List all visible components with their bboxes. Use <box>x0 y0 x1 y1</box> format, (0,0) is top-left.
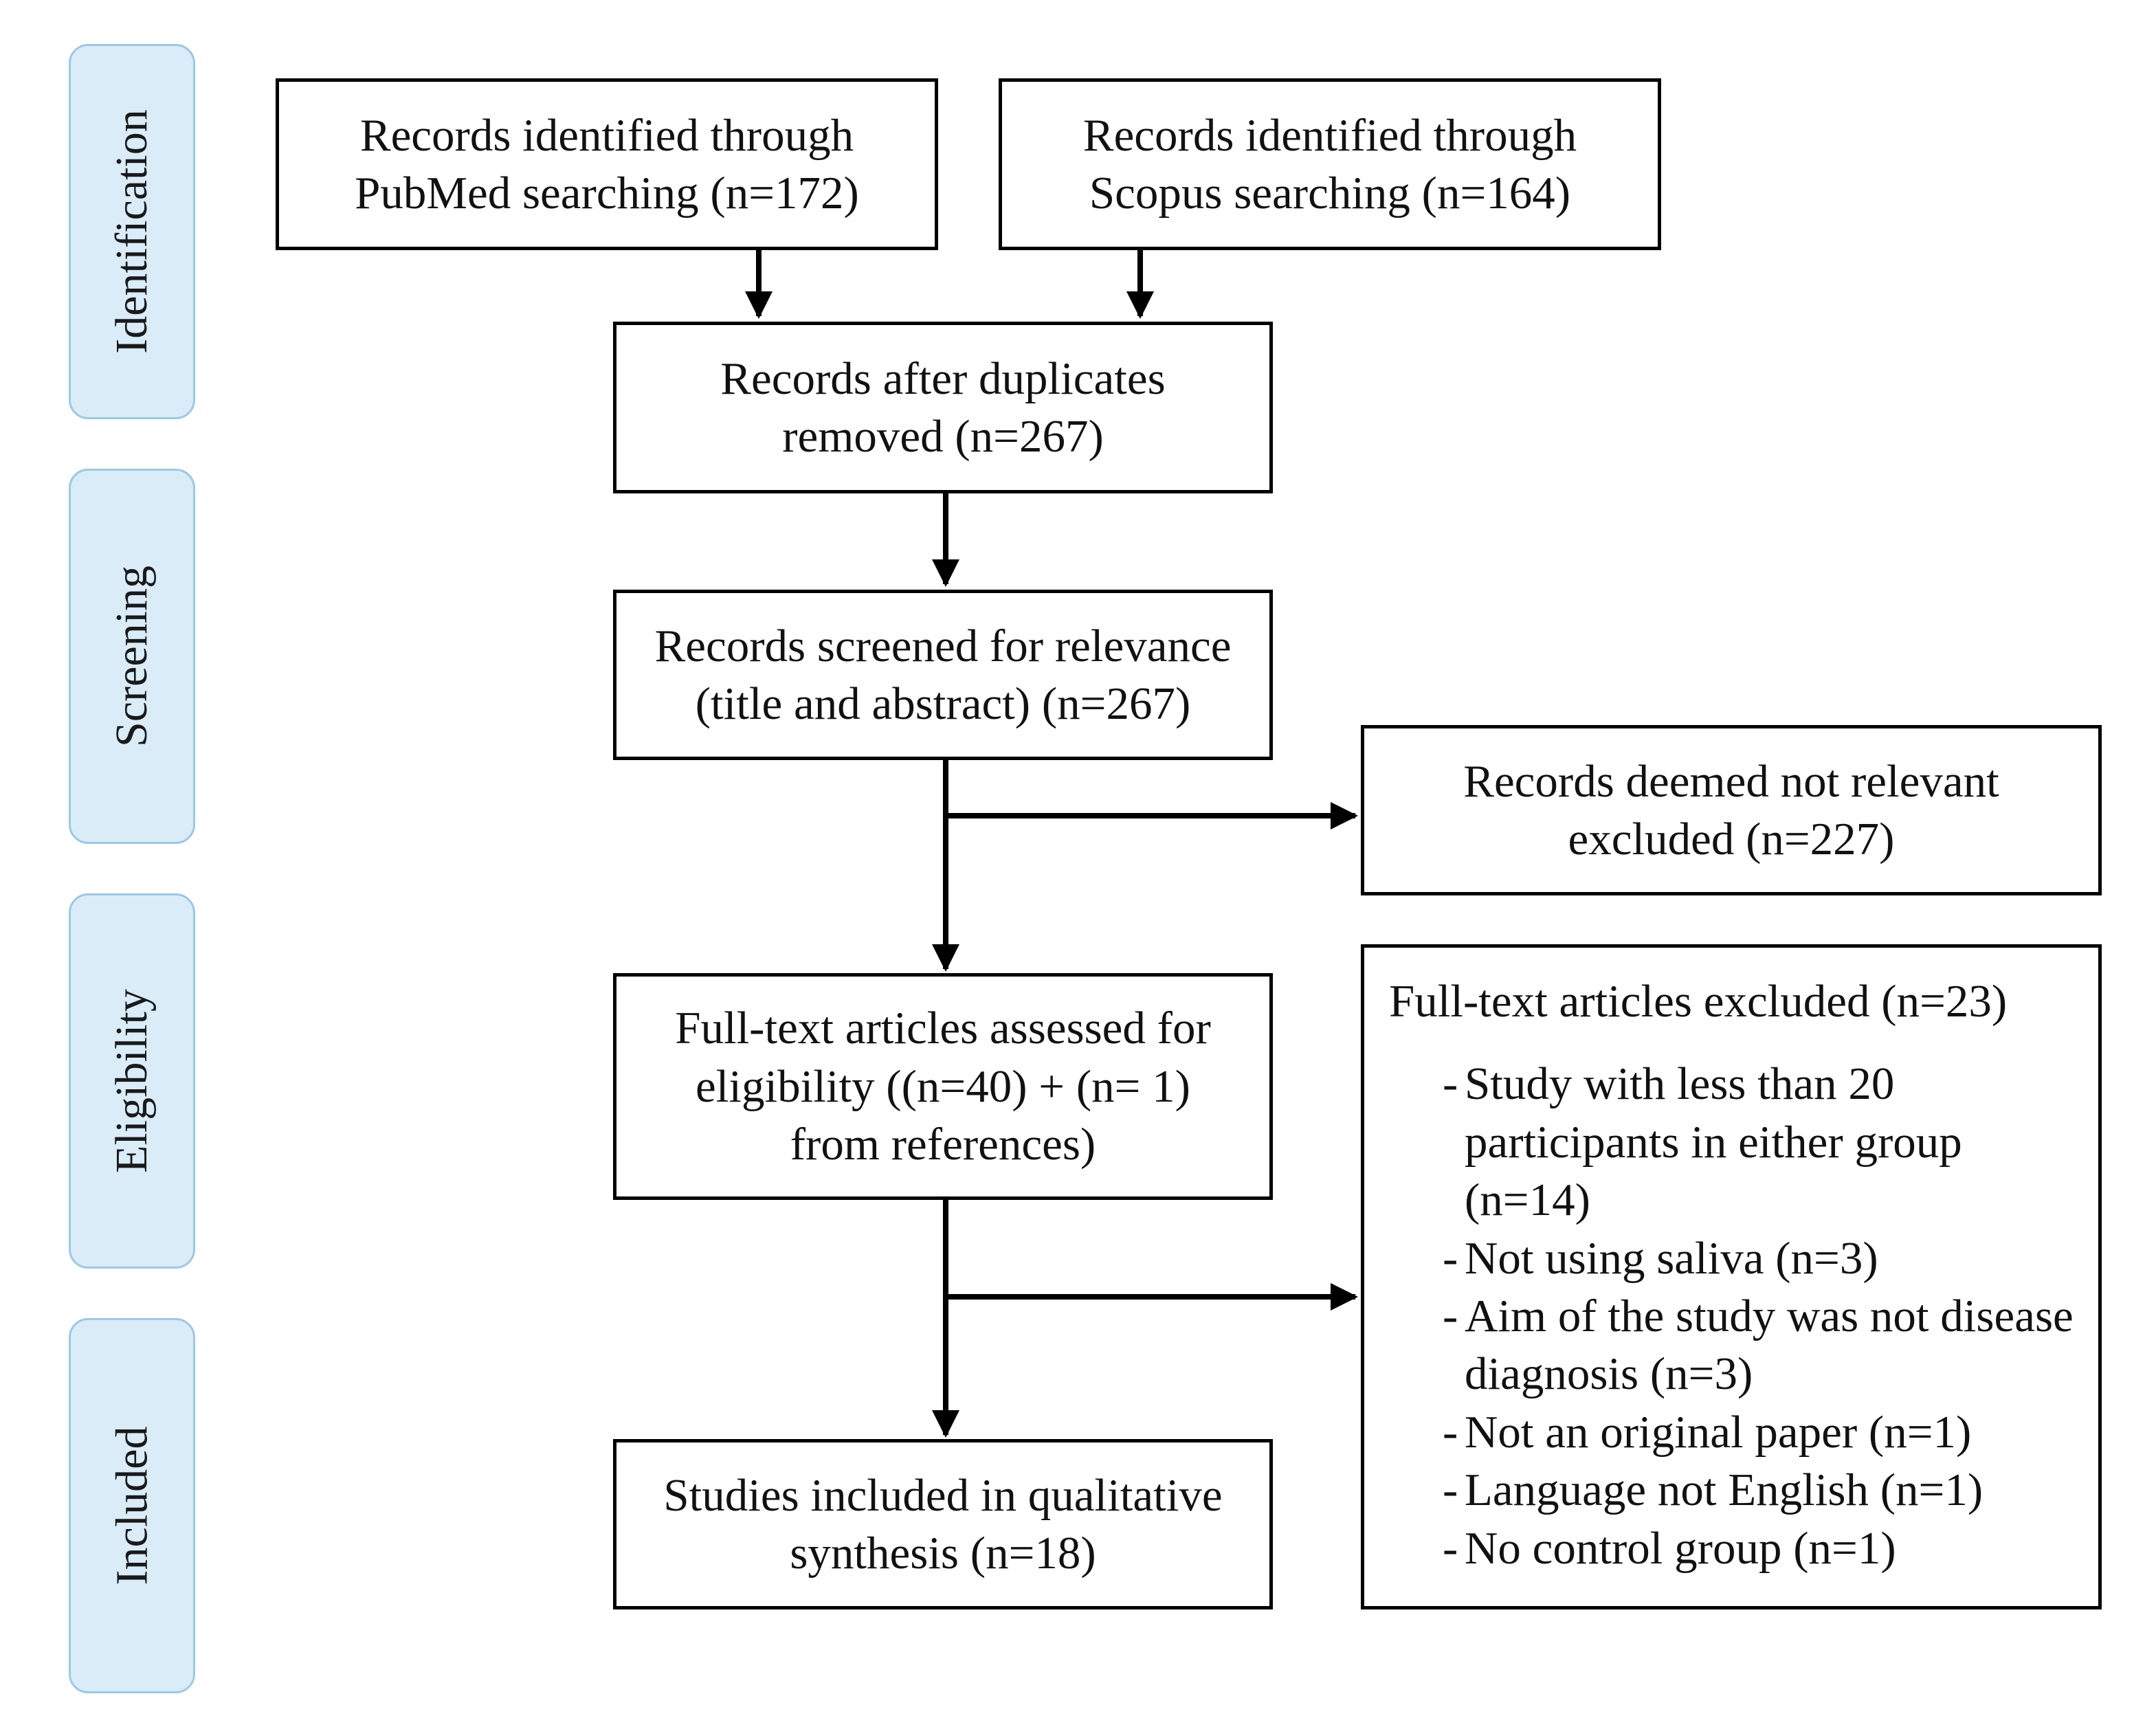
box-pubmed-records-text: Records identified through PubMed search… <box>355 109 859 219</box>
stage-eligibility: Eligibility <box>69 893 195 1269</box>
box-pubmed-records: Records identified through PubMed search… <box>276 78 938 250</box>
full-text-excluded-title: Full-text articles excluded (n=23) <box>1389 976 2008 1027</box>
exclusion-reason: No control group (n=1) <box>1389 1519 2078 1578</box>
stage-label-screening: Screening <box>107 566 157 747</box>
box-not-relevant-excluded-text: Records deemed not relevant excluded (n=… <box>1463 755 1999 865</box>
box-scopus-records-text: Records identified through Scopus search… <box>1082 109 1577 219</box>
exclusion-reason: Not an original paper (n=1) <box>1389 1403 2078 1462</box>
box-full-text-assessed: Full-text articles assessed for eligibil… <box>613 973 1273 1200</box>
box-studies-included-text: Studies included in qualitative synthesi… <box>663 1469 1223 1579</box>
box-duplicates-removed: Records after duplicates removed (n=267) <box>613 322 1273 493</box>
exclusion-reason: Study with less than 20 participants in … <box>1389 1055 2078 1229</box>
box-full-text-excluded: Full-text articles excluded (n=23) Study… <box>1361 944 2102 1609</box>
stage-included: Included <box>69 1318 195 1693</box>
box-duplicates-removed-text: Records after duplicates removed (n=267) <box>720 353 1166 462</box>
box-records-screened: Records screened for relevance (title an… <box>613 590 1273 760</box>
exclusion-reason: Language not English (n=1) <box>1389 1461 2078 1519</box>
box-full-text-assessed-text: Full-text articles assessed for eligibil… <box>675 1003 1211 1170</box>
exclusion-reason: Aim of the study was not disease diagnos… <box>1389 1287 2078 1403</box>
stage-label-included: Included <box>107 1426 157 1585</box>
stage-screening: Screening <box>69 469 195 844</box>
stage-label-identification: Identification <box>107 109 157 354</box>
stage-identification: Identification <box>69 44 195 419</box>
box-studies-included: Studies included in qualitative synthesi… <box>613 1439 1273 1609</box>
stage-label-eligibility: Eligibility <box>107 989 157 1173</box>
exclusion-reasons-list: Study with less than 20 participants in … <box>1389 1055 2078 1577</box>
box-records-screened-text: Records screened for relevance (title an… <box>654 620 1232 729</box>
box-scopus-records: Records identified through Scopus search… <box>999 78 1661 250</box>
exclusion-reason: Not using saliva (n=3) <box>1389 1229 2078 1288</box>
box-not-relevant-excluded: Records deemed not relevant excluded (n=… <box>1361 725 2102 895</box>
